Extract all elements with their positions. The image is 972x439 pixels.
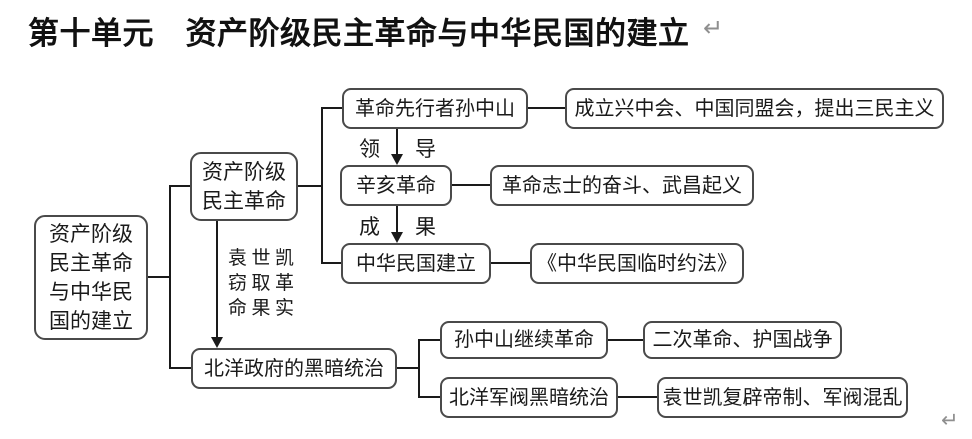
- connector-to-sun-pioneer: [321, 107, 342, 109]
- paragraph-mark-end-icon: ↵: [941, 409, 959, 432]
- edge-label-result-right: 果: [415, 215, 436, 239]
- node-beiyang-dark-rule: 北洋政府的黑暗统治: [191, 348, 397, 389]
- connector-root-bracket: [169, 185, 171, 369]
- node-sun-pioneer-detail: 成立兴中会、中国同盟会，提出三民主义: [565, 88, 944, 129]
- connector-sun-pioneer-detail: [528, 107, 565, 109]
- edge-label-lead-left: 领: [359, 137, 380, 161]
- node-root: 资产阶级 民主革命 与中华民 国的建立: [34, 215, 148, 340]
- connector-to-sun-continue: [418, 339, 440, 341]
- node-warlords: 北洋军阀黑暗统治: [440, 377, 618, 418]
- connector-republic-detail: [491, 262, 530, 264]
- edge-label-usurp: 袁世凯 窃取革 命果实: [228, 248, 299, 319]
- arrow-result-line: [396, 206, 398, 233]
- arrow-usurp-head-icon: [211, 337, 223, 348]
- node-bourgeois-revolution: 资产阶级 民主革命: [190, 152, 298, 221]
- connector-root-to-beiyang: [169, 367, 191, 369]
- node-republic-founded: 中华民国建立: [341, 243, 491, 284]
- edge-label-result-left: 成: [359, 215, 380, 239]
- connector-root-feed: [148, 276, 170, 278]
- node-sun-continue-detail: 二次革命、护国战争: [643, 321, 842, 359]
- arrow-lead-head-icon: [391, 154, 403, 165]
- connector-revolution-feed: [298, 185, 322, 187]
- connector-revolution-bracket: [321, 107, 323, 264]
- connector-beiyang-feed: [397, 367, 419, 369]
- node-sun-pioneer: 革命先行者孙中山: [342, 88, 528, 129]
- arrow-result-head-icon: [391, 232, 403, 243]
- node-warlords-detail: 袁世凯复辟帝制、军阀混乱: [657, 377, 908, 418]
- connector-root-to-revolution: [169, 185, 190, 187]
- node-xinhai-detail: 革命志士的奋斗、武昌起义: [490, 165, 754, 206]
- connector-warlords-detail: [618, 396, 657, 398]
- page-title: 第十单元 资产阶级民主革命与中华民国的建立: [28, 16, 690, 51]
- connector-sun-continue-detail: [608, 339, 643, 341]
- edge-label-lead-right: 导: [415, 137, 436, 161]
- connector-to-republic: [321, 262, 341, 264]
- connector-xinhai-detail: [452, 184, 490, 186]
- connector-to-warlords: [418, 396, 440, 398]
- connector-beiyang-bracket: [418, 339, 420, 398]
- paragraph-mark-icon: ↵: [703, 15, 724, 42]
- node-xinhai-revolution: 辛亥革命: [340, 165, 452, 206]
- arrow-lead-line: [396, 129, 398, 156]
- node-provisional-constitution: 《中华民国临时约法》: [530, 243, 744, 284]
- node-sun-continue: 孙中山继续革命: [440, 321, 608, 359]
- arrow-usurp-line: [216, 221, 218, 338]
